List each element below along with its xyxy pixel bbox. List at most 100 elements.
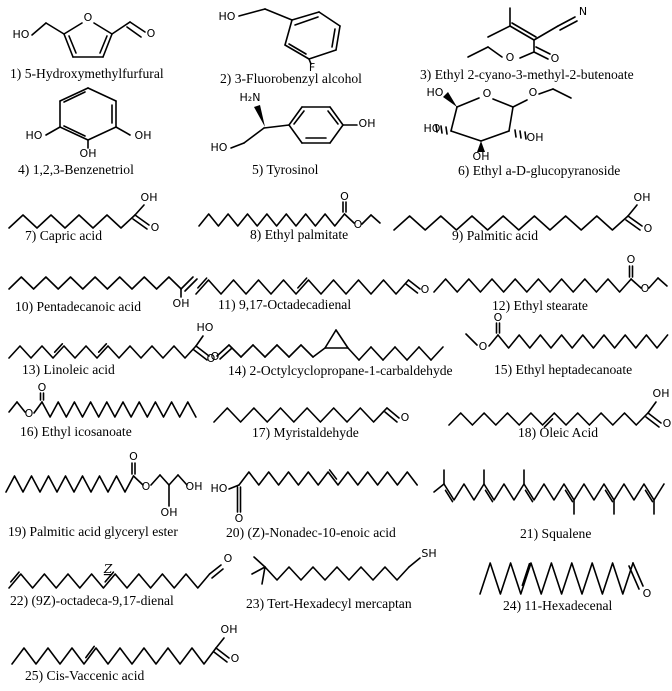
structure-22-label: 22) (9Z)-octadeca-9,17-dienal [10, 593, 174, 608]
structure-19-label: 19) Palmitic acid glyceryl ester [8, 524, 178, 539]
svg-text:O: O [129, 450, 138, 463]
svg-text:F: F [309, 61, 315, 74]
structure-6-drawing: HO O O HO OH OH [424, 86, 572, 163]
structure-12-drawing: OO [433, 253, 668, 295]
svg-text:O: O [483, 87, 492, 100]
structure-20-label: 20) (Z)-Nonadec-10-enoic acid [226, 525, 396, 540]
svg-text:O: O [207, 352, 216, 365]
svg-text:O: O [663, 417, 672, 430]
svg-text:OH: OH [221, 623, 238, 636]
svg-text:O: O [231, 652, 240, 665]
svg-text:Z: Z [103, 562, 113, 576]
svg-text:OH: OH [161, 506, 178, 519]
structure-15-drawing: OO [465, 311, 669, 353]
structure-9-drawing: OH O [393, 191, 653, 235]
structure-9-label: 9) Palmitic acid [452, 228, 539, 243]
structure-5-label: 5) Tyrosinol [252, 162, 319, 177]
structure-11-label: 11) 9,17-Octadecadienal [218, 297, 352, 312]
structure-4-drawing: HO OH OH [26, 87, 152, 160]
structure-4-label: 4) 1,2,3-Benzenetriol [18, 162, 134, 177]
structure-14-drawing: O [207, 329, 444, 365]
structure-24-label: 24) 11-Hexadecenal [503, 598, 613, 613]
structure-17-drawing: O [213, 407, 410, 424]
svg-text:OH: OH [173, 297, 190, 310]
svg-text:O: O [401, 411, 410, 424]
svg-text:O: O [529, 86, 538, 99]
svg-text:HO: HO [427, 86, 444, 99]
structure-10-drawing: OH [8, 276, 198, 310]
structure-15-label: 15) Ethyl heptadecanoate [494, 362, 633, 377]
structure-23-drawing: SH [251, 547, 437, 585]
structure-2-label: 2) 3-Fluorobenzyl alcohol [220, 71, 362, 86]
structure-17-label: 17) Myristaldehyde [252, 425, 359, 440]
structure-14-label: 14) 2-Octylcyclopropane-1-carbaldehyde [228, 363, 453, 378]
svg-text:O: O [211, 350, 220, 363]
svg-text:O: O [506, 51, 515, 64]
svg-text:OH: OH [653, 387, 670, 400]
structure-1-label: 1) 5-Hydroxymethylfurfural [10, 66, 164, 81]
svg-text:HO: HO [26, 129, 43, 142]
svg-text:O: O [151, 221, 160, 234]
svg-text:HO: HO [211, 482, 228, 495]
svg-text:O: O [644, 222, 653, 235]
svg-text:OH: OH [135, 129, 152, 142]
svg-text:O: O [494, 311, 503, 324]
svg-text:O: O [224, 552, 233, 565]
svg-text:HO: HO [197, 321, 214, 334]
svg-text:OH: OH [141, 191, 158, 204]
structure-13-drawing: HO O [8, 321, 220, 363]
structure-10-label: 10) Pentadecanoic acid [15, 299, 142, 314]
svg-text:SH: SH [421, 547, 436, 560]
svg-text:O: O [354, 218, 363, 231]
svg-text:OH: OH [186, 480, 203, 493]
svg-text:O: O [147, 27, 156, 40]
structure-21-label: 21) Squalene [520, 526, 592, 541]
structure-11-drawing: O [195, 277, 430, 296]
structure-20-drawing: HO O [211, 469, 418, 525]
structure-18-label: 18) Oleic Acid [518, 425, 599, 440]
structure-6-label: 6) Ethyl a-D-glucopyranoside [458, 163, 621, 178]
svg-text:O: O [340, 190, 349, 203]
svg-text:O: O [421, 283, 430, 296]
svg-text:O: O [641, 282, 650, 295]
svg-text:O: O [643, 587, 652, 600]
svg-text:O: O [627, 253, 636, 266]
structure-2-drawing: HO F [219, 8, 341, 74]
svg-text:HO: HO [424, 122, 441, 135]
structure-19-drawing: O O OH OH [5, 450, 203, 519]
svg-text:OH: OH [634, 191, 651, 204]
svg-text:OH: OH [473, 150, 490, 163]
svg-text:OH: OH [527, 131, 544, 144]
svg-text:O: O [84, 11, 93, 24]
svg-text:N: N [579, 5, 587, 18]
svg-text:HO: HO [219, 10, 236, 23]
svg-text:O: O [25, 407, 34, 420]
structure-22-drawing: OZ [8, 552, 233, 589]
svg-text:O: O [479, 340, 488, 353]
svg-text:O: O [38, 381, 47, 394]
structure-25-drawing: OH O [11, 623, 240, 665]
structure-7-label: 7) Capric acid [25, 228, 102, 243]
svg-text:OH: OH [80, 147, 97, 160]
svg-text:OH: OH [359, 117, 376, 130]
svg-text:O: O [142, 480, 151, 493]
structure-23-label: 23) Tert-Hexadecyl mercaptan [246, 596, 412, 611]
structure-7-drawing: OH O [8, 191, 160, 234]
structure-16-drawing: OO [8, 381, 197, 420]
svg-text:HO: HO [13, 28, 30, 41]
structure-25-label: 25) Cis-Vaccenic acid [25, 668, 145, 683]
structure-21-drawing [433, 469, 665, 515]
structure-8-drawing: OO [198, 190, 381, 231]
svg-text:HO: HO [211, 141, 228, 154]
svg-text:H₂N: H₂N [240, 91, 261, 104]
structure-12-label: 12) Ethyl stearate [492, 298, 588, 313]
structure-18-drawing: OH O [448, 387, 672, 430]
structure-16-label: 16) Ethyl icosanoate [20, 424, 132, 439]
structure-13-label: 13) Linoleic acid [22, 362, 115, 377]
structure-5-drawing: H₂N HO OH [211, 91, 376, 154]
svg-text:O: O [235, 512, 244, 525]
structure-24-drawing: O [479, 562, 652, 600]
structure-3-label: 3) Ethyl 2-cyano-3-methyl-2-butenoate [420, 67, 634, 82]
